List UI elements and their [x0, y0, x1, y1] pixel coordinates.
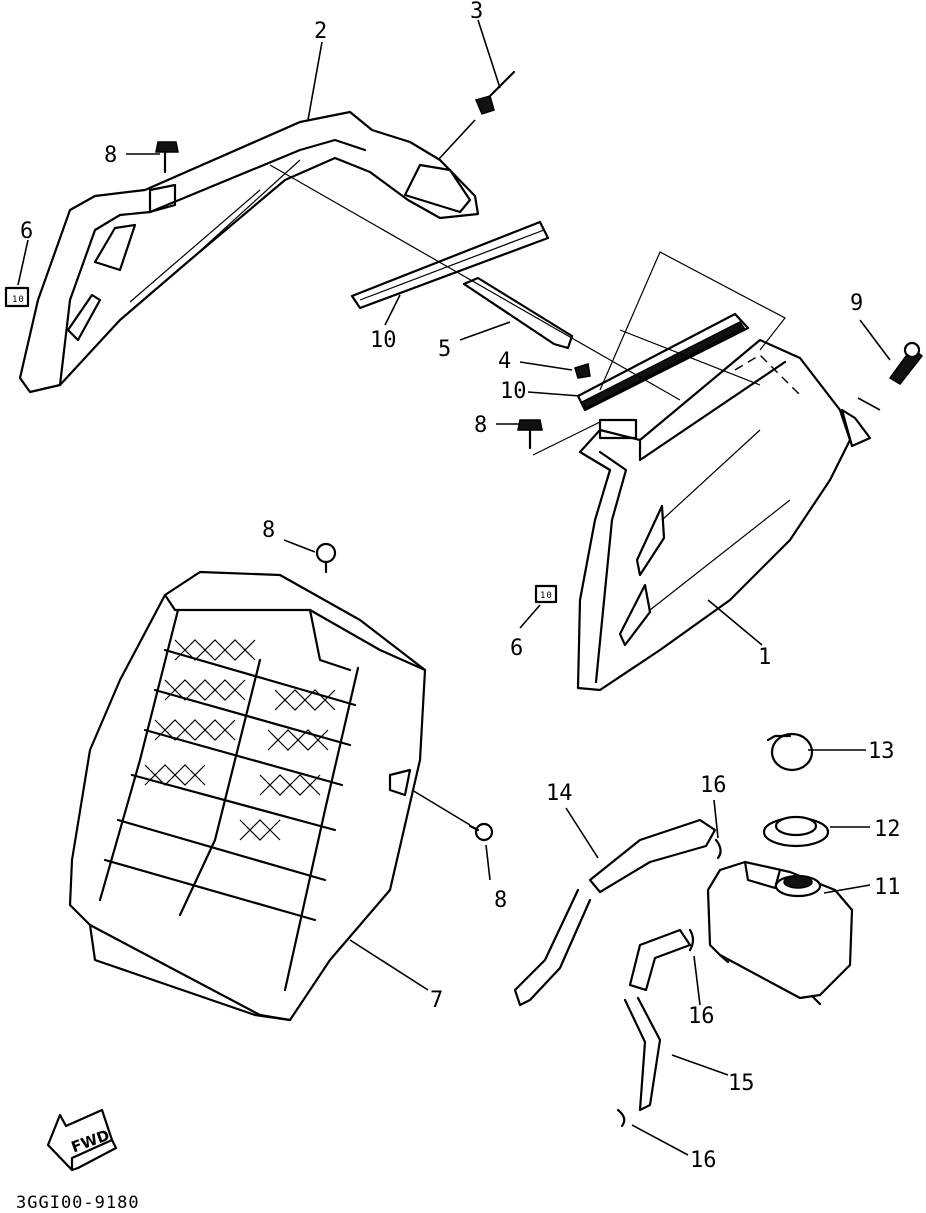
callout-14: 14 — [546, 781, 573, 806]
cover-stay-right — [576, 312, 750, 412]
callout-16-middle: 16 — [688, 1004, 715, 1029]
hose-clamp-middle — [688, 928, 695, 952]
reservoir-cap-seal — [762, 815, 830, 848]
cover-stay-left — [350, 220, 550, 310]
assembly-guide-lines — [269, 164, 801, 456]
bolt-upper-left — [155, 141, 179, 174]
svg-text:10: 10 — [12, 295, 25, 305]
callout-labels: 1 2 3 4 5 6 6 7 8 8 8 8 9 10 10 11 12 13… — [20, 0, 901, 1173]
callout-6-left: 6 — [20, 219, 33, 244]
radiator-grille — [68, 570, 427, 1022]
coolant-reservoir-tank — [706, 860, 854, 1006]
bolt-grille-top — [315, 542, 337, 574]
rivet — [474, 70, 516, 115]
bolt-center — [517, 419, 543, 450]
callout-12: 12 — [874, 817, 901, 842]
callout-10-left: 10 — [370, 328, 397, 353]
bolt-grille-side — [468, 822, 494, 842]
callout-8-upper-left: 8 — [104, 143, 117, 168]
bolt-right — [888, 341, 924, 385]
nut-right: 10 — [534, 584, 558, 604]
nut-left: 10 — [4, 286, 30, 308]
callout-16-lower: 16 — [690, 1148, 717, 1173]
leader-lines — [17, 19, 891, 1156]
callout-2: 2 — [314, 19, 327, 44]
hose-clamp-lower — [616, 1108, 626, 1128]
callout-10-right: 10 — [500, 379, 527, 404]
callout-6-right: 6 — [510, 636, 523, 661]
callout-1: 1 — [758, 645, 771, 670]
diagram-code: 3GGI00-9180 — [16, 1193, 140, 1213]
callout-11: 11 — [874, 875, 901, 900]
callout-9: 9 — [850, 291, 863, 316]
breather-hose — [623, 928, 692, 1112]
callout-15: 15 — [728, 1071, 755, 1096]
damper-strip — [462, 276, 574, 350]
callout-7: 7 — [430, 988, 443, 1013]
forward-direction-arrow: FWD — [46, 1108, 118, 1172]
clip — [574, 363, 591, 379]
svg-text:10: 10 — [540, 591, 553, 601]
callout-5: 5 — [438, 337, 451, 362]
callout-13: 13 — [868, 739, 895, 764]
hose-clamp-upper — [714, 838, 722, 860]
callout-8-grille-side: 8 — [494, 888, 507, 913]
callout-8-grille-top: 8 — [262, 518, 275, 543]
callout-8-center: 8 — [474, 413, 487, 438]
callout-16-upper: 16 — [700, 773, 727, 798]
overflow-hose — [513, 818, 717, 1007]
left-radiator-cover — [18, 110, 480, 394]
right-radiator-cover — [576, 338, 872, 692]
callout-3: 3 — [470, 0, 483, 24]
reservoir-cap — [766, 732, 814, 772]
callout-4: 4 — [498, 349, 511, 374]
